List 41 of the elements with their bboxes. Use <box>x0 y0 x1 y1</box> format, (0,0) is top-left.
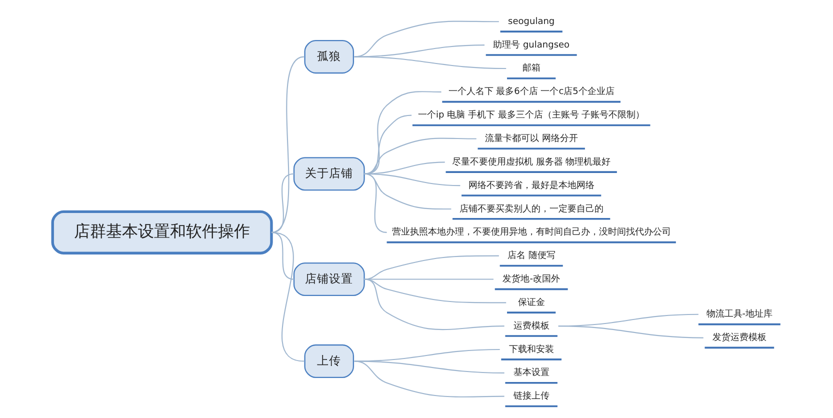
node-text: 邮箱 <box>522 64 540 74</box>
node-text: 一个人名下 最多6个店 一个c店5个企业店 <box>448 87 614 98</box>
node-text: 营业执照本地办理，不要使用异地，有时间自己办，没时间找代办公司 <box>392 228 671 238</box>
connector <box>354 20 499 58</box>
connector <box>271 173 294 233</box>
node-box: 孤狼 <box>304 40 354 74</box>
connector <box>364 278 494 280</box>
node-text: 发货地-改国外 <box>502 274 560 285</box>
connector <box>271 232 304 362</box>
node-text: 尽量不要使用虚拟机 服务器 物理机最好 <box>452 157 611 168</box>
node-text: 流量卡都可以 网络分开 <box>484 134 578 144</box>
node-box: 关于店铺 <box>293 157 365 191</box>
node-text: seogulang <box>508 16 555 27</box>
node-box: 店铺设置 <box>293 262 365 296</box>
node-text: 发货运费模板 <box>712 333 766 344</box>
connector <box>354 56 506 70</box>
connector <box>354 360 504 374</box>
node-text: 店铺不要买卖别人的，一定要自己的 <box>459 204 604 214</box>
connector <box>364 278 504 330</box>
connector <box>364 138 476 174</box>
connector <box>354 360 504 398</box>
node-text: 保证金 <box>518 298 545 308</box>
node-text: 下载和安装 <box>508 344 554 355</box>
connector <box>364 173 387 233</box>
node-text: 助理号 gulangseo <box>493 40 570 50</box>
connector <box>558 326 704 338</box>
node-text: 基本设置 <box>513 368 550 378</box>
connector <box>354 44 485 58</box>
connector <box>271 56 304 233</box>
node-text: 店名 随便写 <box>507 251 556 262</box>
connector <box>271 232 294 280</box>
node-box: 上传 <box>304 344 354 378</box>
connector <box>364 278 506 304</box>
node-text: 运费模板 <box>513 321 550 332</box>
connector <box>364 255 499 280</box>
node-text: 链接上传 <box>513 392 550 402</box>
node-text: 一个ip 电脑 手机下 最多三个店（主账号 子账号不限制） <box>418 110 645 121</box>
node-text: 物流工具-地址库 <box>706 310 773 320</box>
node-box: 店群基本设置和软件操作 <box>51 210 273 254</box>
node-text: 网络不要跨省，最好是本地网络 <box>468 180 594 191</box>
connector <box>364 162 445 174</box>
